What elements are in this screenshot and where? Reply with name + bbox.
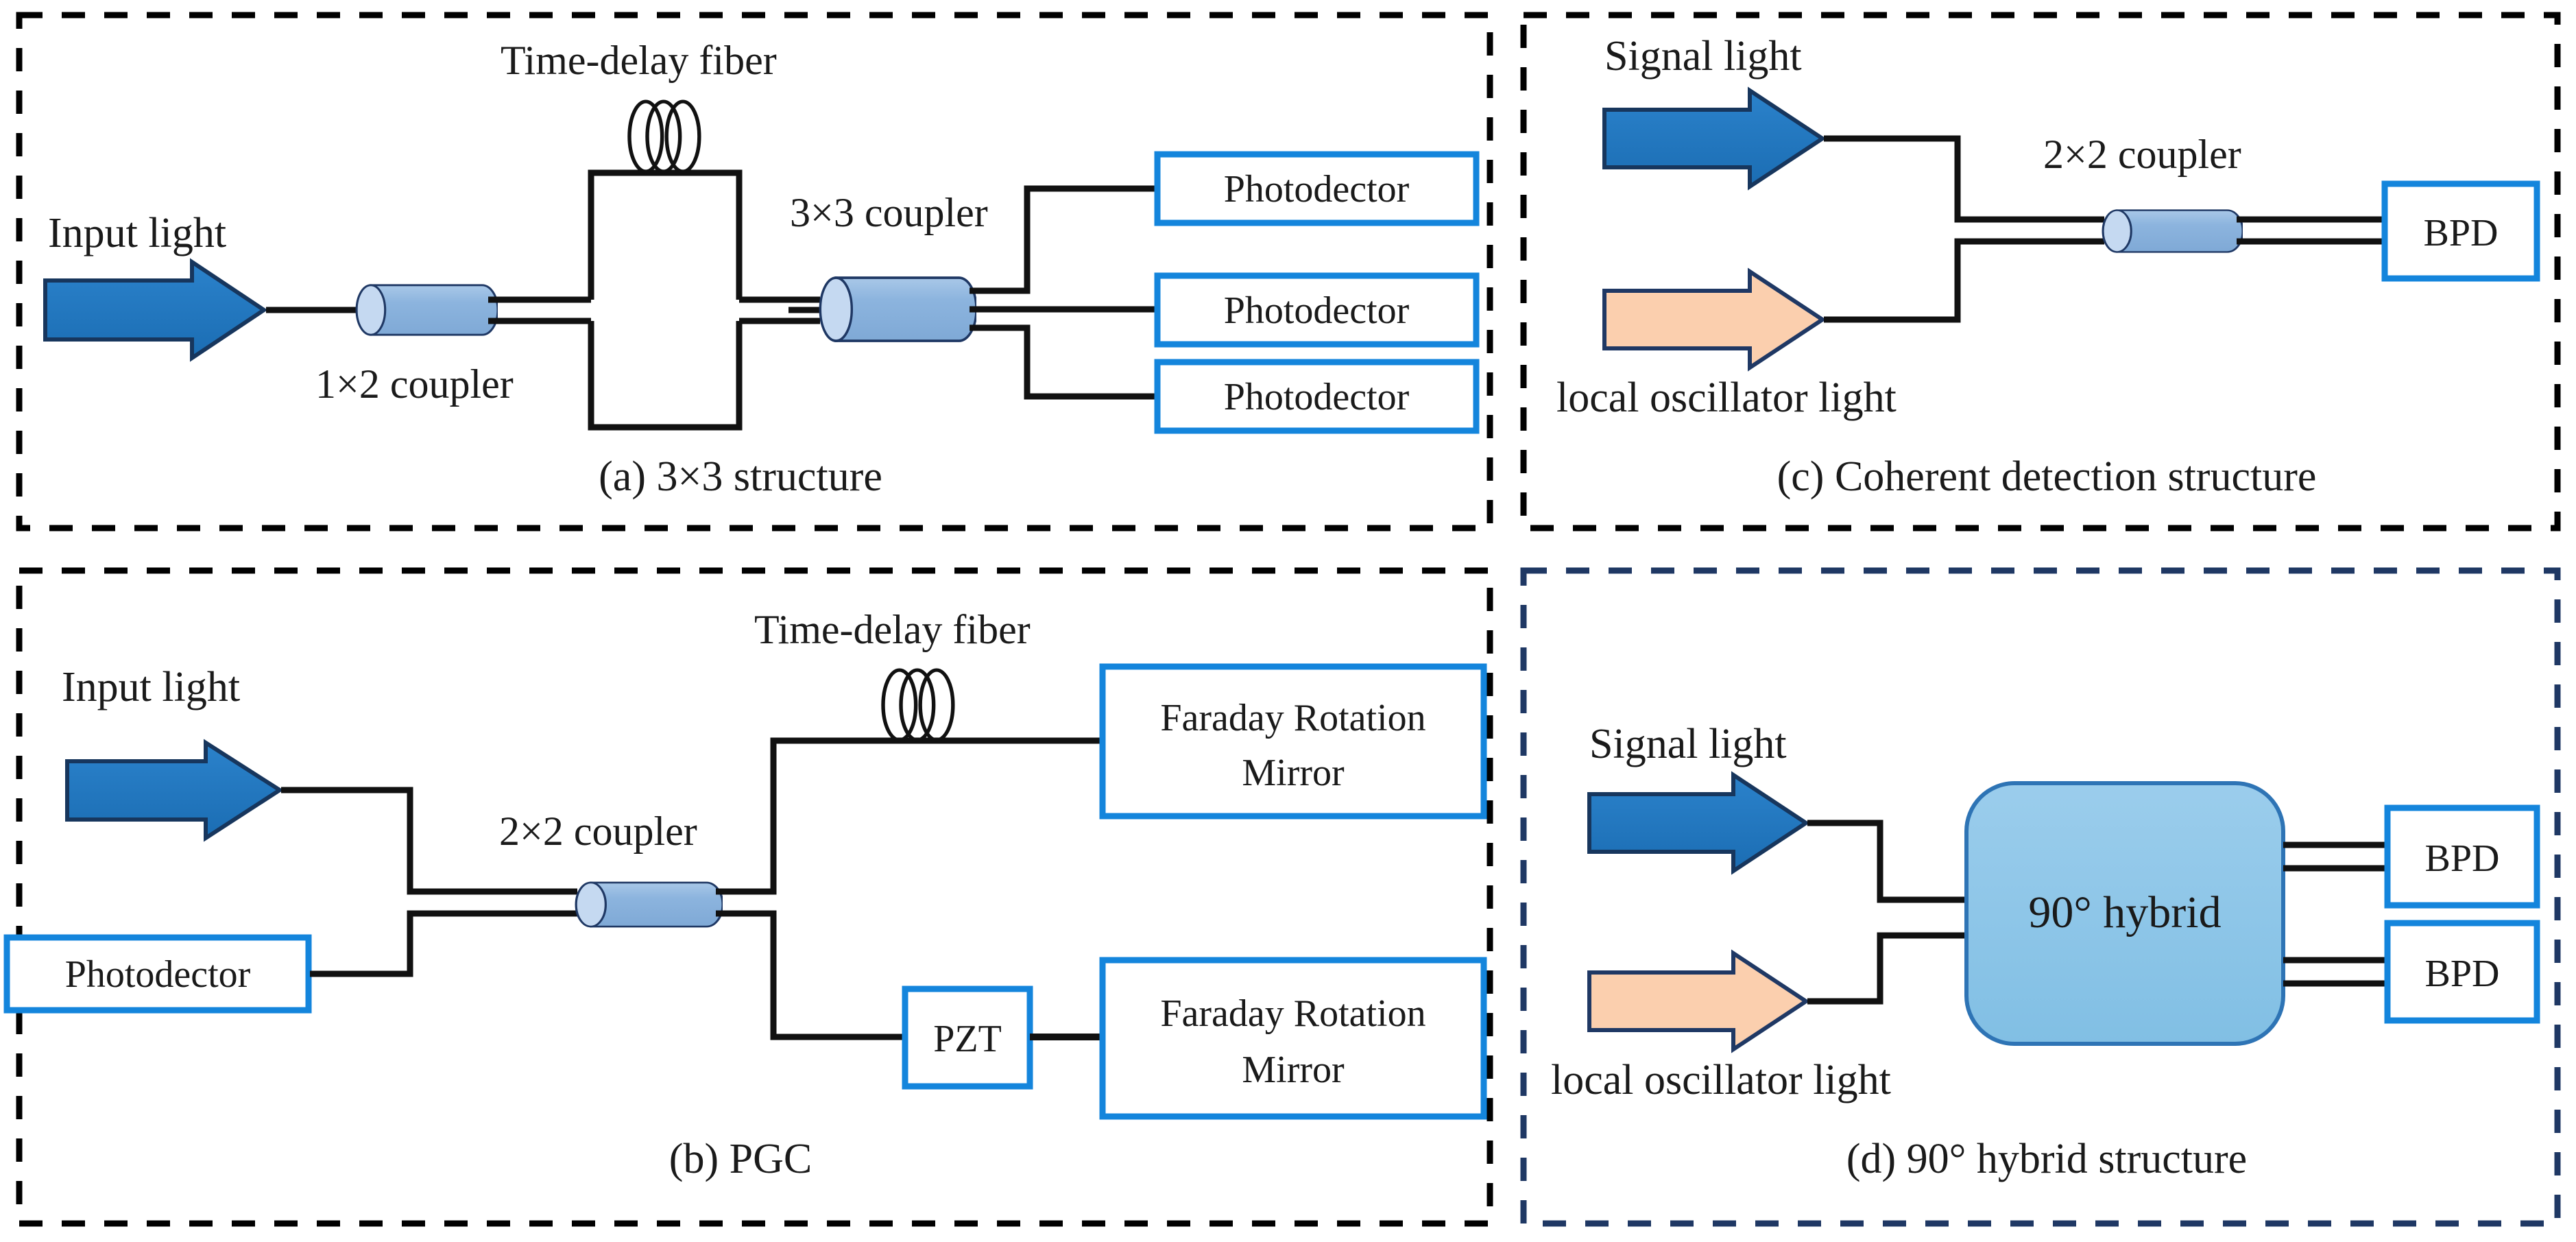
panel-d-wire-signal <box>1807 820 1966 903</box>
panel-c-lo-light-label: local oscillator light <box>1556 374 1897 421</box>
panel-c-coupler-2x2-label: 2×2 coupler <box>2043 132 2241 177</box>
panel-a-photodetector-2-label: Photodector <box>1224 289 1410 332</box>
panel-a-photodetector-1[interactable]: Photodector <box>1154 151 1480 226</box>
panel-d-border <box>1520 567 2561 1227</box>
panel-a-out-wire-top <box>970 185 1157 294</box>
panel-b-faraday-mirror-bottom-label-2: Mirror <box>1242 1049 1345 1091</box>
panel-b-photodetector[interactable]: Photodector <box>3 934 312 1014</box>
panel-b-wire-in-top <box>281 787 577 895</box>
panel-a-photodetector-3[interactable]: Photodector <box>1154 359 1480 434</box>
panel-d-lo-arrow <box>1587 949 1810 1053</box>
panel-b-signal-arrow <box>65 739 284 842</box>
panel-b-time-delay-label: Time-delay fiber <box>754 607 1031 652</box>
panel-b-wire-out-bot <box>716 910 905 1040</box>
panel-d-caption: (d) 90° hybrid structure <box>1846 1136 2247 1182</box>
panel-b-border <box>16 567 1493 1227</box>
panel-a-photodetector-1-label: Photodector <box>1224 168 1410 211</box>
panel-c-bpd-label: BPD <box>2424 212 2499 254</box>
panel-a-caption: (a) 3×3 structure <box>599 453 882 500</box>
panel-b-pzt[interactable]: PZT <box>902 986 1033 1090</box>
panel-a-out-wire-bot <box>970 324 1157 400</box>
panel-c-caption: (c) Coherent detection structure <box>1777 453 2317 500</box>
panel-b-coupler-2x2-icon <box>575 881 723 928</box>
panel-a-input-light-label: Input light <box>48 210 226 256</box>
panel-c-wire-signal <box>1824 135 2104 223</box>
panel-a-border <box>16 12 1493 532</box>
panel-d-hybrid-label: 90° hybrid <box>2028 887 2221 938</box>
panel-a-coupler-1x2-icon <box>355 284 498 336</box>
panel-a-time-delay-label: Time-delay fiber <box>501 38 777 83</box>
panel-b-faraday-mirror-top[interactable]: Faraday Rotation Mirror <box>1099 663 1487 820</box>
panel-d-bpd-2-label: BPD <box>2425 953 2500 995</box>
panel-d-lo-light-label: local oscillator light <box>1551 1057 1891 1103</box>
panel-a-coupler-3x3-icon <box>819 276 976 342</box>
panel-d-wire-lo <box>1807 932 1966 1005</box>
panel-d-signal-light-label: Signal light <box>1589 721 1787 767</box>
panel-a-photodetector-2[interactable]: Photodector <box>1154 272 1480 348</box>
panel-c-bpd[interactable]: BPD <box>2381 180 2540 282</box>
panel-b-faraday-mirror-top-label-1: Faraday Rotation <box>1160 697 1425 739</box>
panel-a-photodetector-3-label: Photodector <box>1224 376 1410 418</box>
panel-c-wire-lo <box>1824 238 2104 323</box>
panel-d-hybrid-block[interactable]: 90° hybrid <box>1964 781 2285 1046</box>
panel-b-faraday-mirror-bottom[interactable]: Faraday Rotation Mirror <box>1099 957 1487 1120</box>
panel-c-signal-arrow <box>1602 86 1827 191</box>
panel-d-bpd-1[interactable]: BPD <box>2384 804 2540 909</box>
panel-b-caption: (b) PGC <box>669 1136 812 1182</box>
panel-b-faraday-mirror-top-label-2: Mirror <box>1242 752 1345 794</box>
panel-d-bpd-2[interactable]: BPD <box>2384 920 2540 1024</box>
panel-c-signal-light-label: Signal light <box>1604 33 1802 80</box>
panel-d-signal-arrow <box>1587 771 1810 875</box>
panel-b-wire-in-bot <box>310 910 577 977</box>
panel-b-coupler-2x2-label: 2×2 coupler <box>499 809 697 854</box>
panel-b-input-light-label: Input light <box>62 664 240 710</box>
panel-d-bpd-1-label: BPD <box>2425 837 2500 880</box>
panel-b-photodetector-label: Photodector <box>65 953 251 996</box>
panel-a-coupler-1x2-label: 1×2 coupler <box>315 361 514 407</box>
panel-c-lo-arrow <box>1602 267 1827 372</box>
panel-a-coupler-3x3-label: 3×3 coupler <box>790 190 988 235</box>
panel-a-signal-arrow <box>43 258 268 362</box>
panel-c-border <box>1520 12 2561 532</box>
panel-c-coupler-2x2-icon <box>2102 209 2243 253</box>
panel-b-faraday-mirror-bottom-label-1: Faraday Rotation <box>1160 992 1425 1035</box>
panel-b-pzt-label: PZT <box>933 1018 1002 1060</box>
